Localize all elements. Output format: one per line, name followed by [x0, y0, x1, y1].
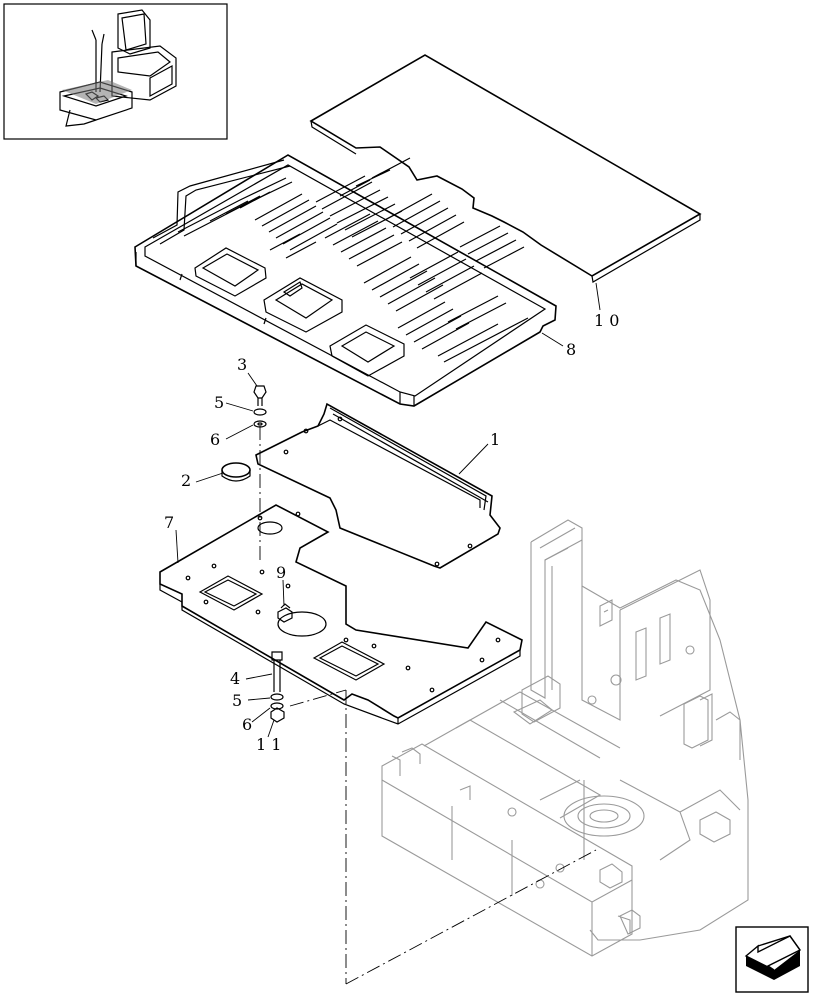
part-4-long-bolt[interactable] [271, 651, 283, 692]
callout-5b: 5 [232, 691, 242, 710]
callout-1: 1 [490, 430, 500, 449]
callout-6a: 6 [210, 430, 220, 449]
floor-plate-slots [209, 157, 529, 363]
part-5-washer-upper[interactable] [253, 408, 267, 416]
part-3-bolt[interactable] [253, 385, 267, 406]
callout-10: 1 0 [594, 311, 619, 330]
callout-9: 9 [276, 563, 286, 582]
callout-4: 4 [230, 669, 240, 688]
callout-2: 2 [181, 471, 191, 490]
part-11-nut[interactable] [270, 707, 285, 723]
callouts: 1 2 3 4 5 5 6 6 7 8 9 1 0 1 1 [164, 311, 619, 754]
callout-3: 3 [237, 355, 247, 374]
alignment-lines [259, 426, 597, 985]
part-6-washer-lower[interactable] [270, 702, 284, 710]
callout-8: 8 [566, 340, 576, 359]
callout-5a: 5 [214, 393, 224, 412]
part-2-grommet[interactable] [221, 462, 251, 482]
part-5-washer-lower[interactable] [270, 693, 284, 701]
callout-6b: 6 [242, 715, 252, 734]
leader-lines [175, 282, 601, 738]
callout-7: 7 [164, 513, 174, 532]
part-7-base-plate[interactable] [159, 504, 523, 725]
callout-11: 1 1 [256, 735, 281, 754]
part-9-nut[interactable] [277, 603, 293, 623]
part-10-floor-mat[interactable] [309, 54, 702, 283]
part-1-cover[interactable] [255, 402, 501, 569]
machine-frame [381, 519, 749, 957]
part-8-floor-plate[interactable] [134, 154, 557, 407]
location-thumbnail[interactable] [3, 3, 228, 140]
arrow-down-left-icon[interactable] [735, 926, 809, 993]
floor-plate-pockets [194, 247, 405, 377]
